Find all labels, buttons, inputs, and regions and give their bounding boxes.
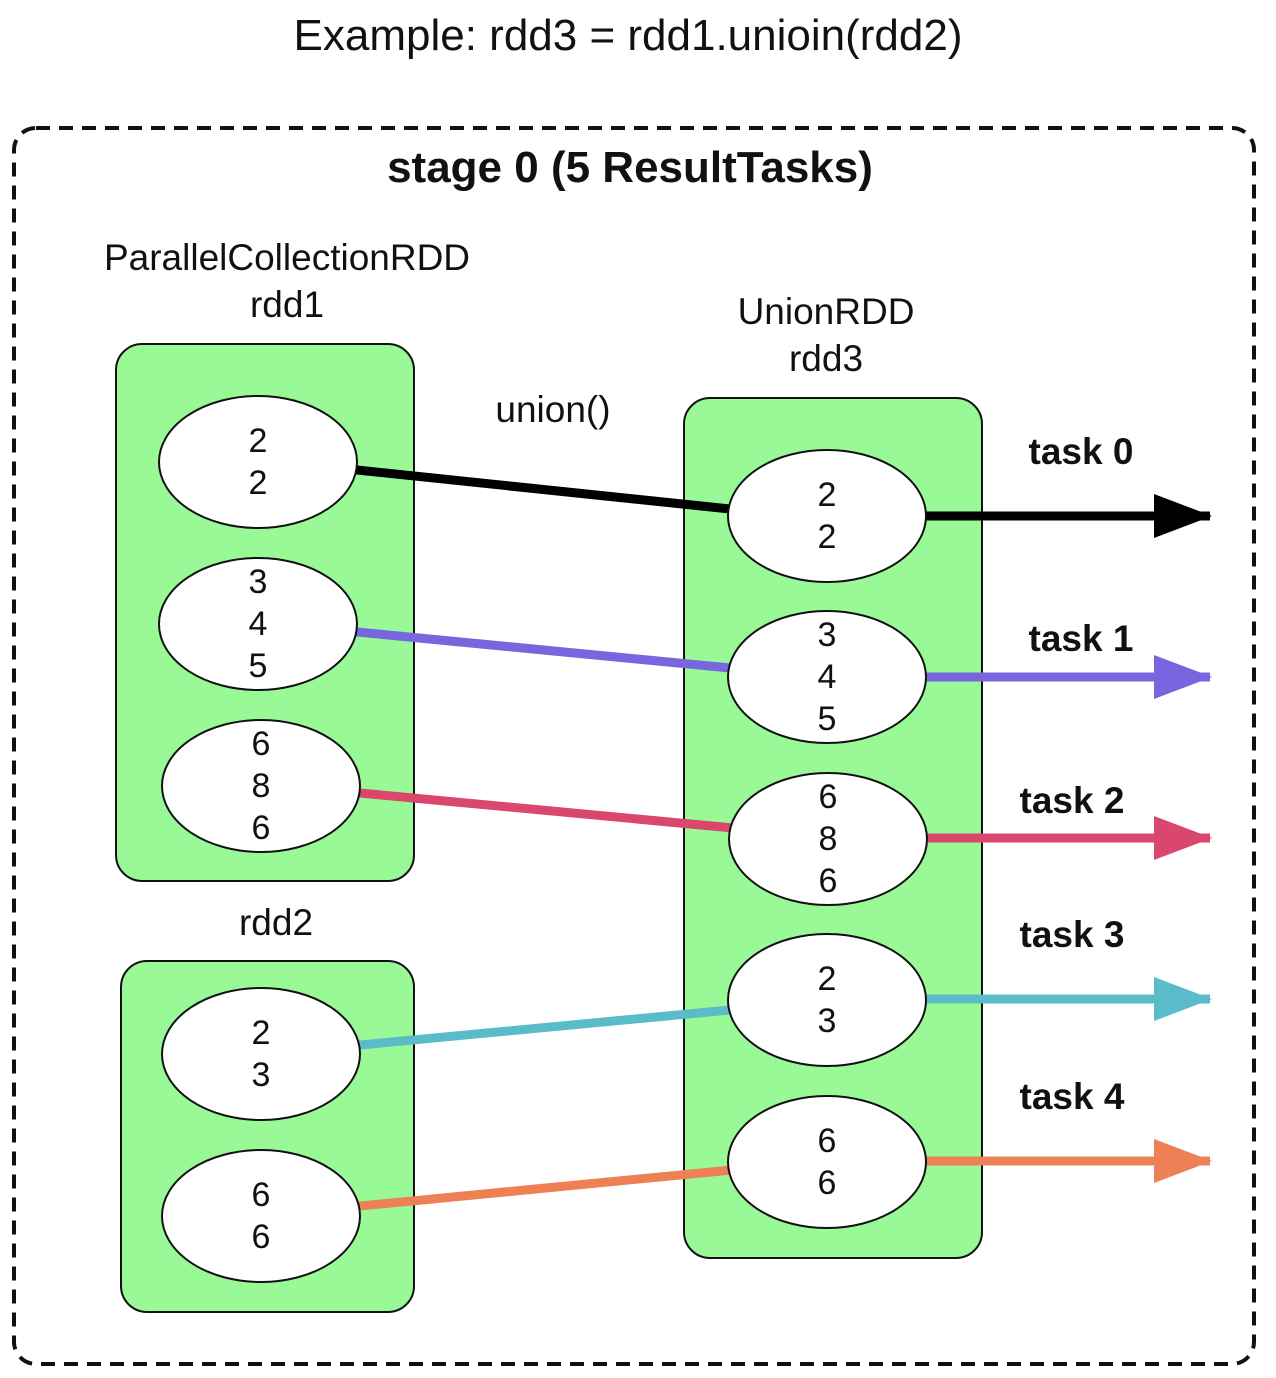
rdd1-partition-0-value-1: 2 xyxy=(249,464,268,502)
task-2-label: task 2 xyxy=(1020,780,1125,821)
rdd3-type-label: UnionRDD xyxy=(738,291,915,332)
task-output-arrows xyxy=(926,494,1212,1183)
rdd1-partition-2: 6 8 6 xyxy=(161,719,361,853)
rdd3-partition-0: 22 xyxy=(727,449,927,583)
rdd1-name-label: rdd1 xyxy=(250,284,324,325)
diagram-title: Example: rdd3 = rdd1.unioin(rdd2) xyxy=(294,11,963,60)
rdd3-partition-1-value-0: 3 xyxy=(818,616,837,654)
stage-label: stage 0 (5 ResultTasks) xyxy=(387,143,873,192)
union-operation-label: union() xyxy=(495,389,610,430)
rdd3-partition-2-ellipse xyxy=(728,772,928,906)
rdd3-partition-3-ellipse xyxy=(727,933,927,1067)
rdd1-type-label: ParallelCollectionRDD xyxy=(104,237,470,278)
rdd1-partition-0-value-0: 2 xyxy=(249,422,268,460)
dependency-line-2 xyxy=(355,788,738,833)
rdd3-partition-4-value-1: 6 xyxy=(818,1164,837,1202)
rdd3-partition-1: 3 4 5 xyxy=(727,610,927,744)
rdd2-partition-1-value-1: 6 xyxy=(252,1218,271,1256)
rdd1-partition-1-value-1: 4 xyxy=(249,605,268,643)
rdd1-partition-2-ellipse xyxy=(161,719,361,853)
rdd1-partition-0: 22 xyxy=(158,395,358,529)
rdd3-partition-4: 66 xyxy=(727,1095,927,1229)
rdd2-partition-1-value-0: 6 xyxy=(252,1176,271,1214)
dependency-line-3 xyxy=(355,1005,735,1050)
rdd1-partition-1-value-0: 3 xyxy=(249,563,268,601)
rdd1-partition-2-value-1: 8 xyxy=(252,767,271,805)
rdd3-partition-3: 23 xyxy=(727,933,927,1067)
rdd2-name-label: rdd2 xyxy=(239,902,313,943)
rdd2-partition-0: 23 xyxy=(161,987,361,1121)
rdd3-partition-1-ellipse xyxy=(727,610,927,744)
rdd2-partition-0-value-1: 3 xyxy=(252,1056,271,1094)
rdd2-partition-0-value-0: 2 xyxy=(252,1014,271,1052)
rdd2-partition-1-ellipse xyxy=(161,1149,361,1283)
rdd3-partition-1-value-1: 4 xyxy=(818,658,837,696)
rdd3-partition-0-ellipse xyxy=(727,449,927,583)
rdd3-partition-4-ellipse xyxy=(727,1095,927,1229)
rdd3-partition-2: 6 8 6 xyxy=(728,772,928,906)
rdd3-partition-2-value-1: 8 xyxy=(819,820,838,858)
rdd3-partition-2-value-0: 6 xyxy=(819,778,838,816)
rdd2-partition-1: 66 xyxy=(161,1149,361,1283)
rdd1-partition-1: 3 4 5 xyxy=(158,557,358,691)
task-0-label: task 0 xyxy=(1029,431,1134,472)
task-1-label: task 1 xyxy=(1029,618,1134,659)
rdd3-partition-4-value-0: 6 xyxy=(818,1122,837,1160)
rdd3-name-label: rdd3 xyxy=(789,338,863,379)
stage-boundary xyxy=(12,126,1256,1366)
task-3-label: task 3 xyxy=(1020,914,1125,955)
rdd3-partition-0-value-0: 2 xyxy=(818,476,837,514)
rdd1-partition-2-value-2: 6 xyxy=(252,809,271,847)
rdd3-partition-3-value-0: 2 xyxy=(818,960,837,998)
task-4-label: task 4 xyxy=(1020,1076,1125,1117)
dependency-line-0 xyxy=(352,465,735,514)
rdd1-partition-2-value-0: 6 xyxy=(252,725,271,763)
rdd1-partition-1-ellipse xyxy=(158,557,358,691)
rdd3-partition-1-value-2: 5 xyxy=(818,700,837,738)
rdd1-partition-1-value-2: 5 xyxy=(249,647,268,685)
rdd2-partition-0-ellipse xyxy=(161,987,361,1121)
rdd1-partition-0-ellipse xyxy=(158,395,358,529)
rdd3-partition-0-value-1: 2 xyxy=(818,518,837,556)
rdd3-partition-3-value-1: 3 xyxy=(818,1002,837,1040)
union-dependency-lines xyxy=(352,465,738,1211)
rdd3-partition-2-value-2: 6 xyxy=(819,862,838,900)
dependency-line-1 xyxy=(352,627,735,673)
dependency-line-4 xyxy=(355,1165,737,1211)
